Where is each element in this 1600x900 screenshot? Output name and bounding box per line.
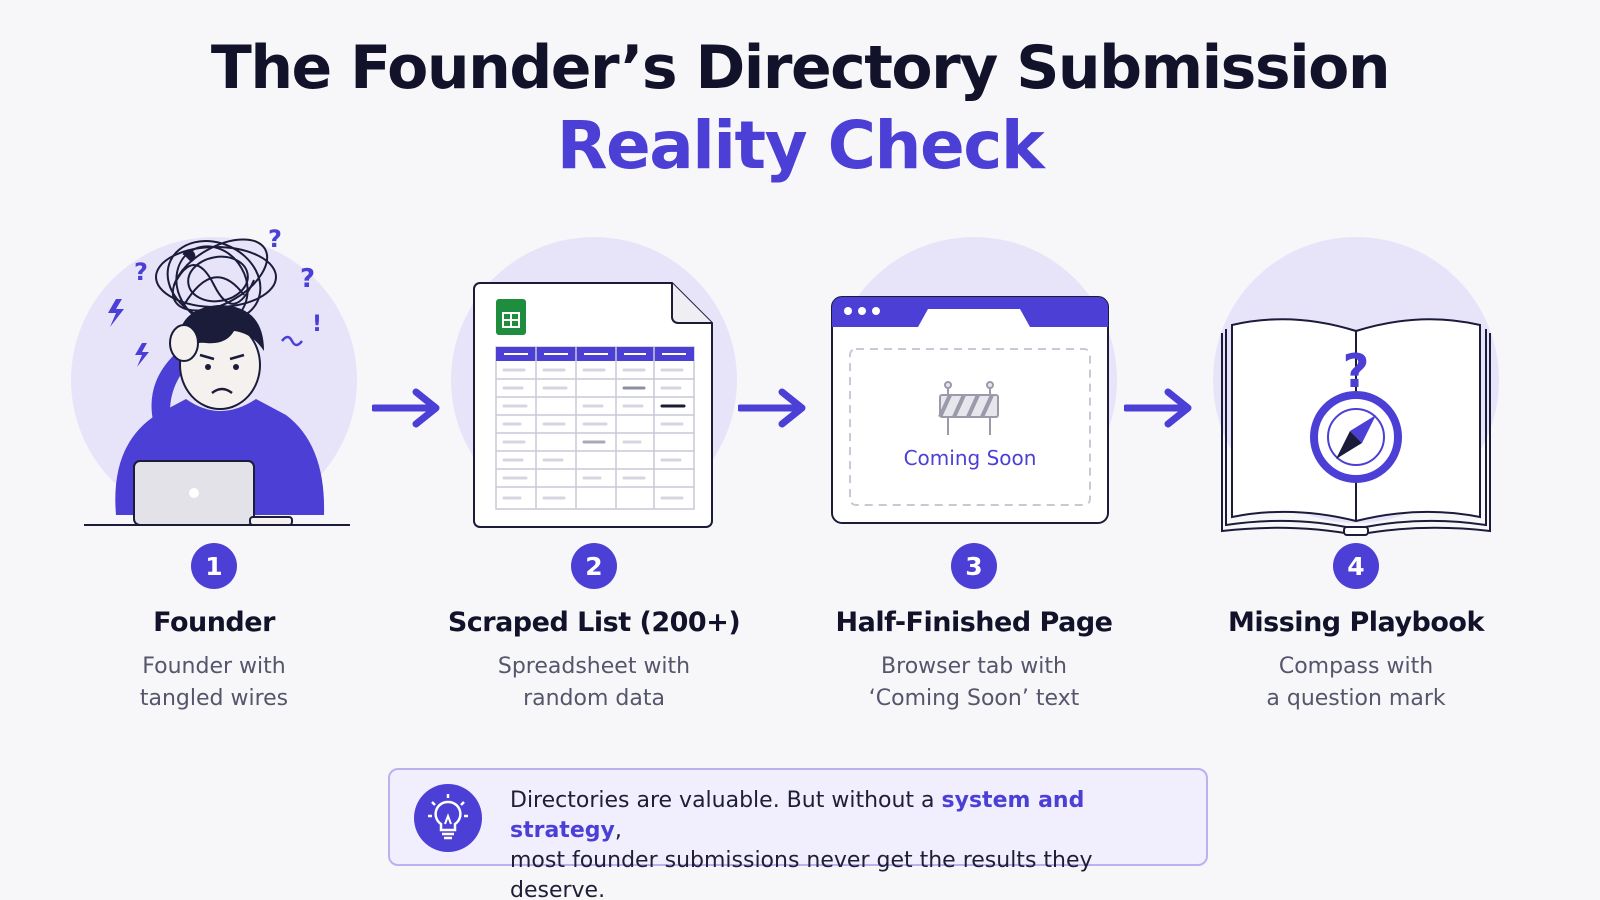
step-description: Browser tab with ‘Coming Soon’ text <box>834 651 1114 715</box>
callout-text-before: Directories are valuable. But without a <box>510 788 942 813</box>
step-title: Founder <box>153 607 275 638</box>
step-description: Spreadsheet with random data <box>454 651 734 715</box>
step-missing-playbook: ? 4 Missing Playbook Compass with a ques… <box>1166 215 1546 735</box>
step-description-line: Compass with <box>1278 654 1434 679</box>
svg-text:!: ! <box>312 312 322 337</box>
stressed-founder-icon: ? ? ? ! <box>84 225 350 526</box>
step-title: Missing Playbook <box>1228 607 1484 638</box>
step-description-line: Spreadsheet with <box>497 654 691 679</box>
coming-soon-label: Coming Soon <box>904 446 1037 470</box>
callout-text-after: , <box>614 818 622 843</box>
step-number-badge: 3 <box>951 543 997 589</box>
arrow-right-icon <box>1124 388 1192 428</box>
step-number-badge: 1 <box>191 543 237 589</box>
step-description: Compass with a question mark <box>1216 651 1496 715</box>
svg-text:?: ? <box>1343 344 1370 398</box>
callout-line-1: Directories are valuable. But without a … <box>510 786 1190 846</box>
open-book-compass-icon: ? <box>1221 318 1491 537</box>
step-description-line: tangled wires <box>139 686 289 711</box>
svg-text:?: ? <box>268 225 282 253</box>
title-line-1: The Founder’s Directory Submission <box>210 33 1391 103</box>
step-title: Scraped List (200+) <box>447 607 741 638</box>
page-title: The Founder’s Directory Submission Reali… <box>0 32 1600 185</box>
spreadsheet-icon <box>473 282 713 528</box>
step-description-line: a question mark <box>1266 686 1446 711</box>
step-number-badge: 4 <box>1333 543 1379 589</box>
step-half-finished-page: Coming Soon 3 Half-Finished Page Browser… <box>784 215 1164 735</box>
step-description-line: Browser tab with <box>881 654 1067 679</box>
insight-callout: Directories are valuable. But without a … <box>388 768 1208 900</box>
arrow-right-icon <box>738 388 806 428</box>
step-scraped-list: 2 Scraped List (200+) Spreadsheet with r… <box>404 215 784 735</box>
svg-text:?: ? <box>134 258 148 286</box>
step-description-line: ‘Coming Soon’ text <box>868 686 1080 711</box>
callout-line-2: most founder submissions never get the r… <box>510 848 1093 900</box>
step-founder: ? ? ? ! 1 Founder Founder with <box>24 215 404 735</box>
lightbulb-icon <box>414 784 482 852</box>
svg-text:?: ? <box>300 264 315 294</box>
step-description: Founder with tangled wires <box>74 651 354 715</box>
arrow-right-icon <box>372 388 440 428</box>
title-line-2: Reality Check <box>556 107 1045 184</box>
step-description-line: random data <box>523 686 665 711</box>
browser-window-icon: Coming Soon <box>831 296 1109 524</box>
step-description-line: Founder with <box>142 654 286 679</box>
step-number-badge: 2 <box>571 543 617 589</box>
callout-text: Directories are valuable. But without a … <box>510 786 1190 900</box>
step-title: Half-Finished Page <box>835 607 1113 638</box>
callout-highlight: system and strategy <box>510 788 1085 843</box>
